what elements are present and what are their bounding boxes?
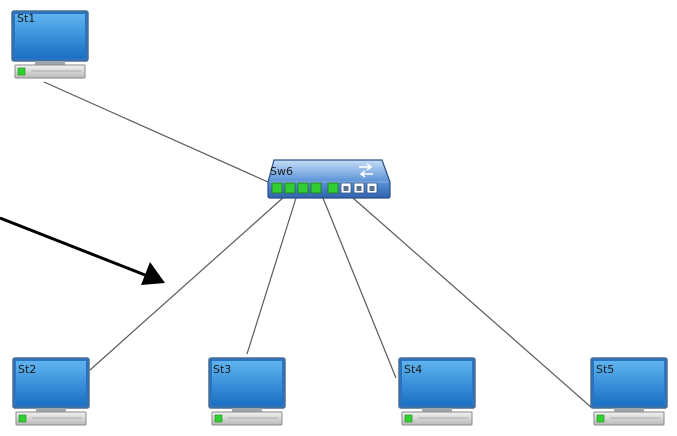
switch-sw6[interactable]: Sw6 <box>267 159 391 199</box>
station-st2[interactable]: St2 <box>12 357 90 426</box>
switch-label: Sw6 <box>270 165 293 178</box>
link-st3-sw6[interactable] <box>246 197 297 355</box>
switch-port-2 <box>284 182 296 194</box>
station-st5[interactable]: St5 <box>590 357 668 426</box>
station-label: St1 <box>17 12 35 25</box>
link-st4-sw6[interactable] <box>322 197 397 379</box>
annotation-arrow <box>0 216 165 285</box>
switch-port-4 <box>310 182 322 194</box>
arrow-icon <box>141 262 165 285</box>
link-st5-sw6[interactable] <box>352 197 593 409</box>
station-label: St5 <box>596 363 614 376</box>
switch-arrows-icon <box>359 163 373 178</box>
station-label: St2 <box>18 363 36 376</box>
switch-port-socket <box>343 186 349 191</box>
switch-port-socket <box>369 186 375 191</box>
switch-port-group <box>271 182 378 194</box>
station-st3[interactable]: St3 <box>208 357 286 426</box>
switch-port-3 <box>297 182 309 194</box>
link-st2-sw6[interactable] <box>89 195 286 371</box>
link-layer <box>43 81 593 409</box>
station-st1[interactable]: St1 <box>11 10 89 79</box>
switch-port-socket <box>356 186 362 191</box>
switch-port-1 <box>271 182 283 194</box>
station-st4[interactable]: St4 <box>398 357 476 426</box>
link-st1-sw6[interactable] <box>43 81 269 183</box>
switch-port-5 <box>327 182 339 194</box>
station-label: St3 <box>213 363 231 376</box>
station-label: St4 <box>404 363 422 376</box>
